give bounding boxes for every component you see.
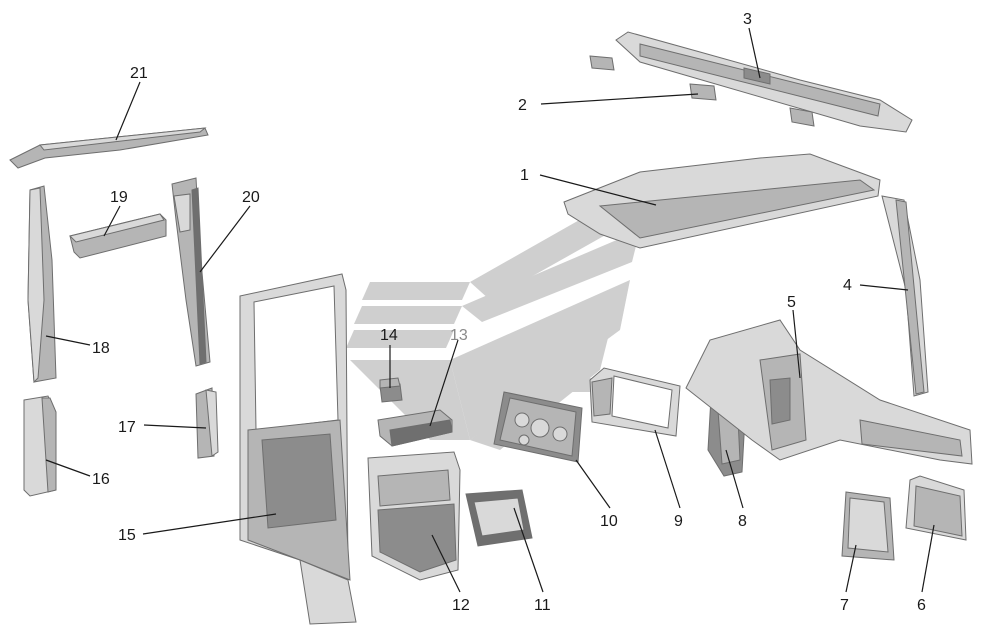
- part-1-headliner: [563, 153, 881, 249]
- callout-15: 15: [118, 527, 136, 544]
- part-7-panel: [841, 491, 895, 561]
- part-5-dashboard: [685, 319, 973, 465]
- leader-19: [103, 205, 121, 237]
- part-6-bracket-panel: [905, 475, 967, 541]
- callout-2: 2: [518, 97, 527, 114]
- part-21-upper-trim: [9, 127, 209, 169]
- callout-9: 9: [674, 513, 683, 530]
- callout-3: 3: [743, 11, 752, 28]
- callout-21: 21: [130, 65, 148, 82]
- callout-labels: 1 2 3 4 5 6 7 8 9 10 11 12 13 14 15 16 1…: [92, 11, 926, 614]
- leader-13: [429, 339, 459, 427]
- leader-3: [748, 27, 761, 79]
- part-10-instrument-cluster: [493, 391, 583, 463]
- callout-10: 10: [600, 513, 618, 530]
- callout-19: 19: [110, 189, 128, 206]
- leader-11: [513, 507, 544, 593]
- part-11-bezel: [465, 489, 533, 547]
- part-18-left-pillar: [27, 185, 57, 384]
- leader-9: [654, 429, 681, 509]
- leader-17: [143, 424, 207, 429]
- leader-10: [575, 459, 611, 509]
- part-4-right-pillar: [881, 195, 929, 397]
- callout-17: 17: [118, 419, 136, 436]
- part-2-covers: [589, 55, 815, 127]
- callout-1: 1: [520, 167, 529, 184]
- leader-2: [540, 93, 699, 105]
- leader-5: [792, 309, 801, 379]
- callout-12: 12: [452, 597, 470, 614]
- leader-6: [921, 524, 935, 593]
- part-19-cover: [69, 213, 167, 259]
- leader-20: [199, 205, 251, 273]
- part-13-shelf: [377, 409, 453, 447]
- part-12-lower-console: [367, 451, 461, 581]
- leader-7: [845, 544, 857, 593]
- callout-13: 13: [450, 327, 468, 344]
- part-16-lower-trim: [23, 395, 57, 497]
- leader-15: [142, 513, 277, 535]
- leader-4: [859, 284, 909, 291]
- leader-16: [45, 459, 91, 477]
- part-20-a-pillar: [171, 177, 211, 367]
- part-3-roof-console: [615, 31, 913, 133]
- leader-8: [725, 449, 744, 509]
- callout-18: 18: [92, 340, 110, 357]
- callout-20: 20: [242, 189, 260, 206]
- part-14-bracket: [379, 377, 403, 403]
- callout-6: 6: [917, 597, 926, 614]
- callout-7: 7: [840, 597, 849, 614]
- leader-1: [539, 174, 657, 206]
- callout-8: 8: [738, 513, 747, 530]
- part-17-small-trim: [195, 387, 219, 459]
- leader-18: [45, 335, 91, 346]
- part-9-display-frame: [589, 367, 681, 437]
- callout-16: 16: [92, 471, 110, 488]
- callout-4: 4: [843, 277, 852, 294]
- callout-11: 11: [534, 597, 551, 614]
- callout-5: 5: [787, 294, 796, 311]
- callout-14: 14: [380, 327, 398, 344]
- part-15-door: [239, 273, 357, 625]
- leader-lines: [45, 27, 935, 593]
- leader-21: [115, 81, 141, 141]
- leader-12: [431, 534, 461, 593]
